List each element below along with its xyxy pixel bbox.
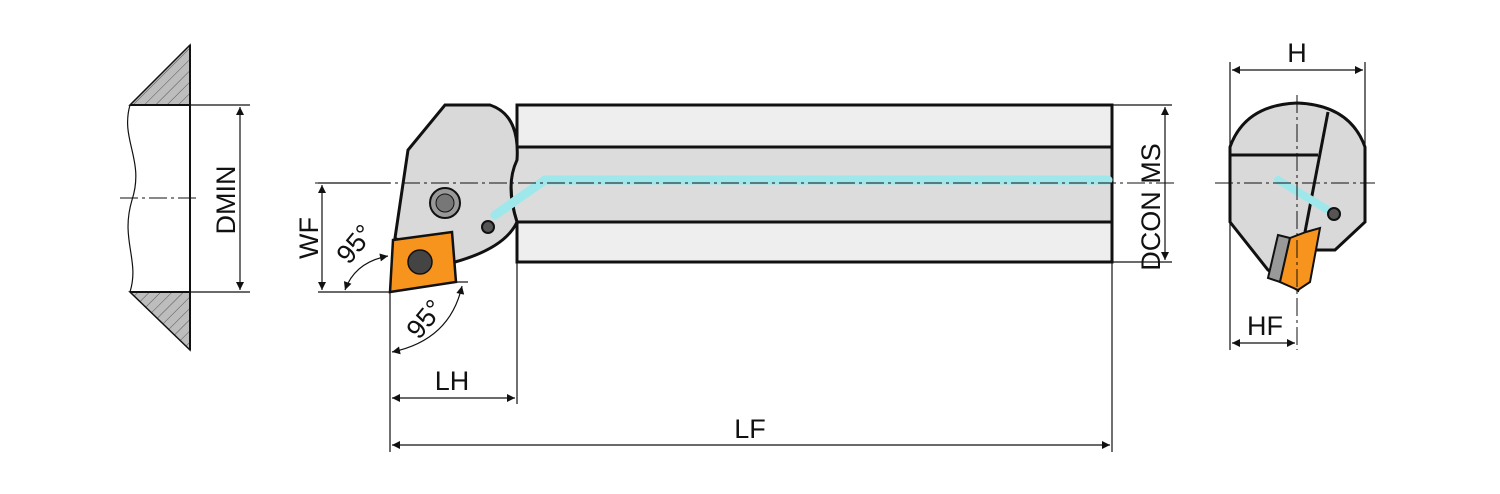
- dcon-label: DCON MS: [1136, 143, 1166, 271]
- lh-label: LH: [435, 366, 470, 396]
- tool-end-view: H HF: [1215, 38, 1375, 350]
- angle-95-upper: 95°: [330, 219, 379, 270]
- dmin-label: DMIN: [211, 166, 241, 235]
- hf-label: HF: [1247, 311, 1283, 341]
- h-label: H: [1287, 38, 1307, 68]
- wf-label: WF: [294, 217, 324, 259]
- angle-95-lower: 95°: [400, 294, 449, 345]
- tool-side-view: WF 95° 95° LH LF DCON MS: [294, 103, 1175, 452]
- bore-section: DMIN: [120, 43, 250, 352]
- lf-label: LF: [734, 414, 766, 444]
- coolant-channel: [490, 175, 1113, 220]
